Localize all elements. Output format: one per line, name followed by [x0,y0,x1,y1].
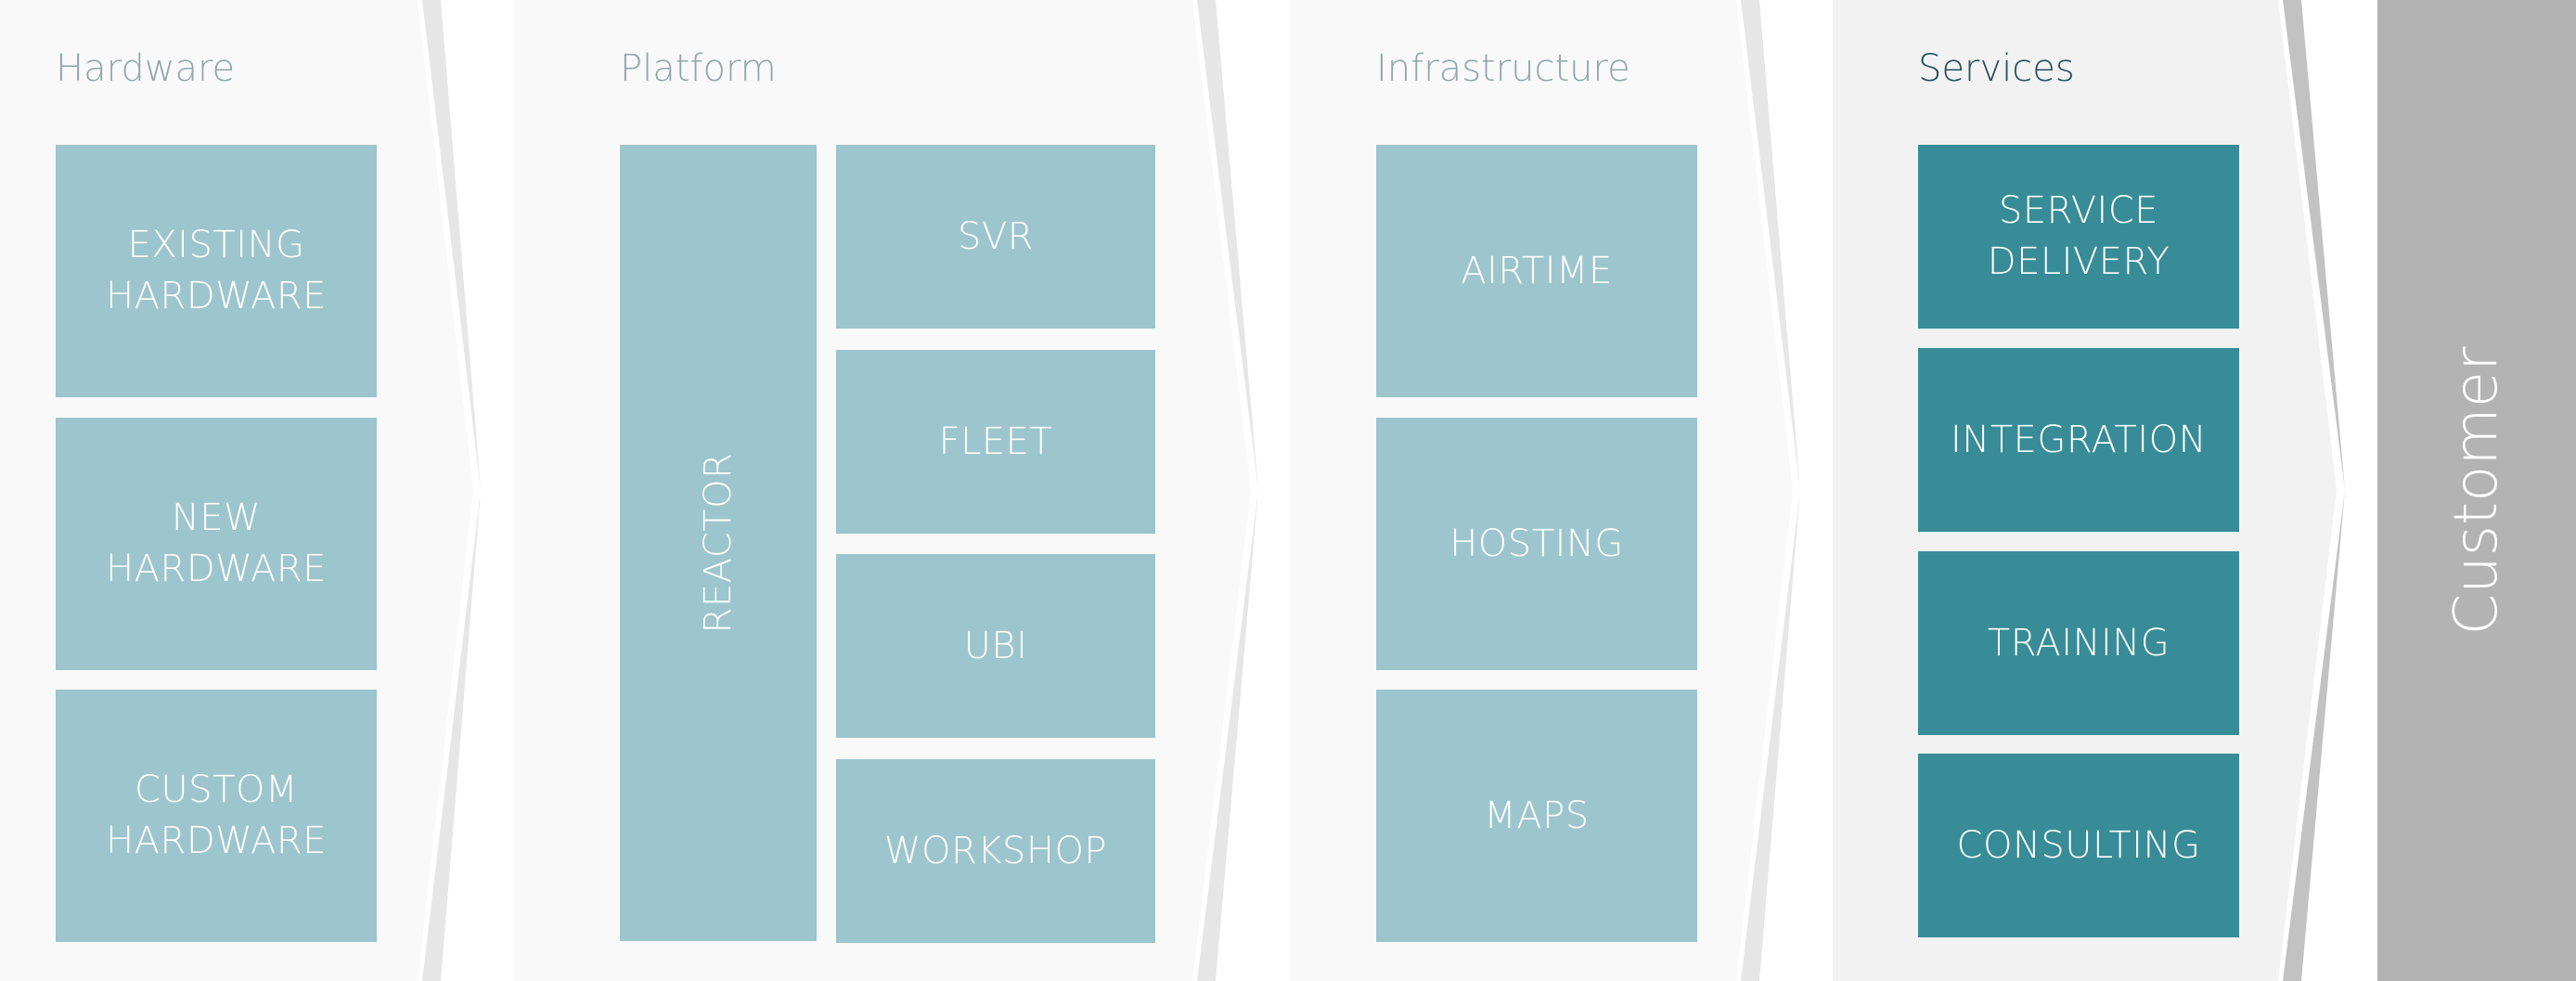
new-hardware-tile: NEW HARDWARE [56,418,377,670]
infrastructure-chevron-shadow [1741,0,1800,981]
custom-hardware-tile: CUSTOM HARDWARE [56,690,377,942]
customer-label: Customer [2442,346,2511,635]
workshop-tile: WORKSHOP [836,759,1155,943]
maps-tile: MAPS [1376,690,1697,942]
reactor-tile [620,145,817,941]
hardware-chevron-shadow [422,0,481,981]
services-chevron-shadow [2283,0,2345,981]
hosting-tile: HOSTING [1376,418,1697,670]
reactor-label: REACTOR [697,452,740,634]
fleet-tile: FLEET [836,350,1155,534]
services-title: Services [1918,47,2075,90]
training-tile: TRAINING [1918,551,2239,735]
svr-tile: SVR [836,145,1155,329]
consulting-tile: CONSULTING [1918,754,2239,937]
service-delivery-tile: SERVICE DELIVERY [1918,145,2239,329]
hardware-title: Hardware [56,47,236,90]
airtime-tile: AIRTIME [1376,145,1697,397]
existing-hardware-tile: EXISTING HARDWARE [56,145,377,397]
ubi-tile: UBI [836,554,1155,738]
integration-tile: INTEGRATION [1918,348,2239,532]
platform-title: Platform [620,47,777,90]
customer-bar: Customer [2377,0,2576,981]
infrastructure-title: Infrastructure [1376,47,1630,90]
platform-chevron-shadow [1197,0,1258,981]
